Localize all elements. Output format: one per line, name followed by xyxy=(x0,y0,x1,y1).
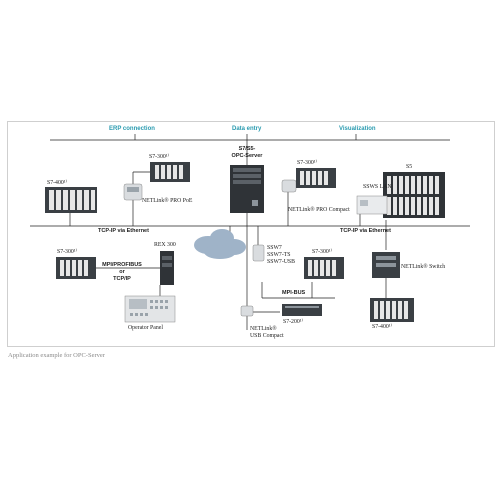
netlink-adapter-icon xyxy=(356,195,388,215)
diagram-caption: Application example for OPC-Server xyxy=(8,352,105,359)
cloud-icon xyxy=(194,229,246,259)
plc-rack-icon xyxy=(282,304,322,316)
s7-200-label: S7-200¹⁾ xyxy=(283,319,303,325)
netlink-adapter-icon xyxy=(123,183,143,201)
plc-rack-icon xyxy=(56,257,96,279)
netlink-adapter-icon xyxy=(252,244,265,262)
server-label-line1: S7/S5- xyxy=(238,146,256,152)
netlink-adapter-icon xyxy=(240,305,254,317)
mpi-profibus-label: MPI/PROFIBUS xyxy=(102,262,142,268)
ssw7-usb-label: SSW7-USB xyxy=(267,259,296,265)
plc-rack-icon xyxy=(296,168,336,188)
visualization-label: Visualization xyxy=(339,126,376,132)
netlink-switch-label: NETLink® Switch xyxy=(401,264,446,270)
netlink-adapter-icon xyxy=(281,179,297,193)
netlink-usb-compact-label: USB Compact xyxy=(250,333,284,339)
netlink-usb-label: NETLink® xyxy=(250,326,277,332)
plc-rack-icon xyxy=(383,172,445,218)
server-label-line2: OPC-Server xyxy=(231,153,263,159)
mpi-bus-label: MPI-BUS xyxy=(282,290,306,296)
ssw7-ts-label: SSW7-TS xyxy=(267,252,291,258)
erp-connection-label: ERP connection xyxy=(109,126,155,132)
s7-400-right-label: S7-400¹⁾ xyxy=(372,324,392,330)
s5-label: S5 xyxy=(406,164,413,170)
netlink-pro-poe-label: NETLink® PRO PoE xyxy=(142,198,193,204)
server-tower-icon xyxy=(230,165,264,213)
s7-300-lower-left-label: S7-300¹⁾ xyxy=(57,249,77,255)
tcpip-left-label: TCP-IP via Ethernet xyxy=(98,228,149,234)
mpi-profibus-or-label: or xyxy=(119,269,125,275)
switch-icon xyxy=(372,252,400,278)
plc-rack-icon xyxy=(150,162,190,182)
operator-panel-icon xyxy=(124,295,176,323)
s7-300-mid-label: S7-300¹⁾ xyxy=(312,249,332,255)
ssw7-label: SSW7 xyxy=(267,245,282,251)
ssws-lan-label: SSWS LAN xyxy=(363,184,392,190)
rex300-label: REX 300 xyxy=(154,242,176,248)
netlink-pro-compact-label: NETLink® PRO Compact xyxy=(288,207,350,213)
data-entry-label: Data entry xyxy=(232,126,262,132)
plc-rack-icon xyxy=(304,257,344,279)
tcpip-right-label: TCP-IP via Ethernet xyxy=(340,228,391,234)
s7-300-right-label: S7-300¹⁾ xyxy=(297,160,317,166)
plc-rack-icon xyxy=(160,251,174,285)
mpi-profibus-tcpip-label: TCP/IP xyxy=(113,276,131,282)
plc-rack-icon xyxy=(45,187,97,213)
operator-panel-label: Operator Panel xyxy=(128,325,163,331)
s7-300-top-label: S7-300¹⁾ xyxy=(149,154,169,160)
s7-400-left-label: S7-400¹⁾ xyxy=(47,180,67,186)
plc-rack-icon xyxy=(370,298,414,322)
